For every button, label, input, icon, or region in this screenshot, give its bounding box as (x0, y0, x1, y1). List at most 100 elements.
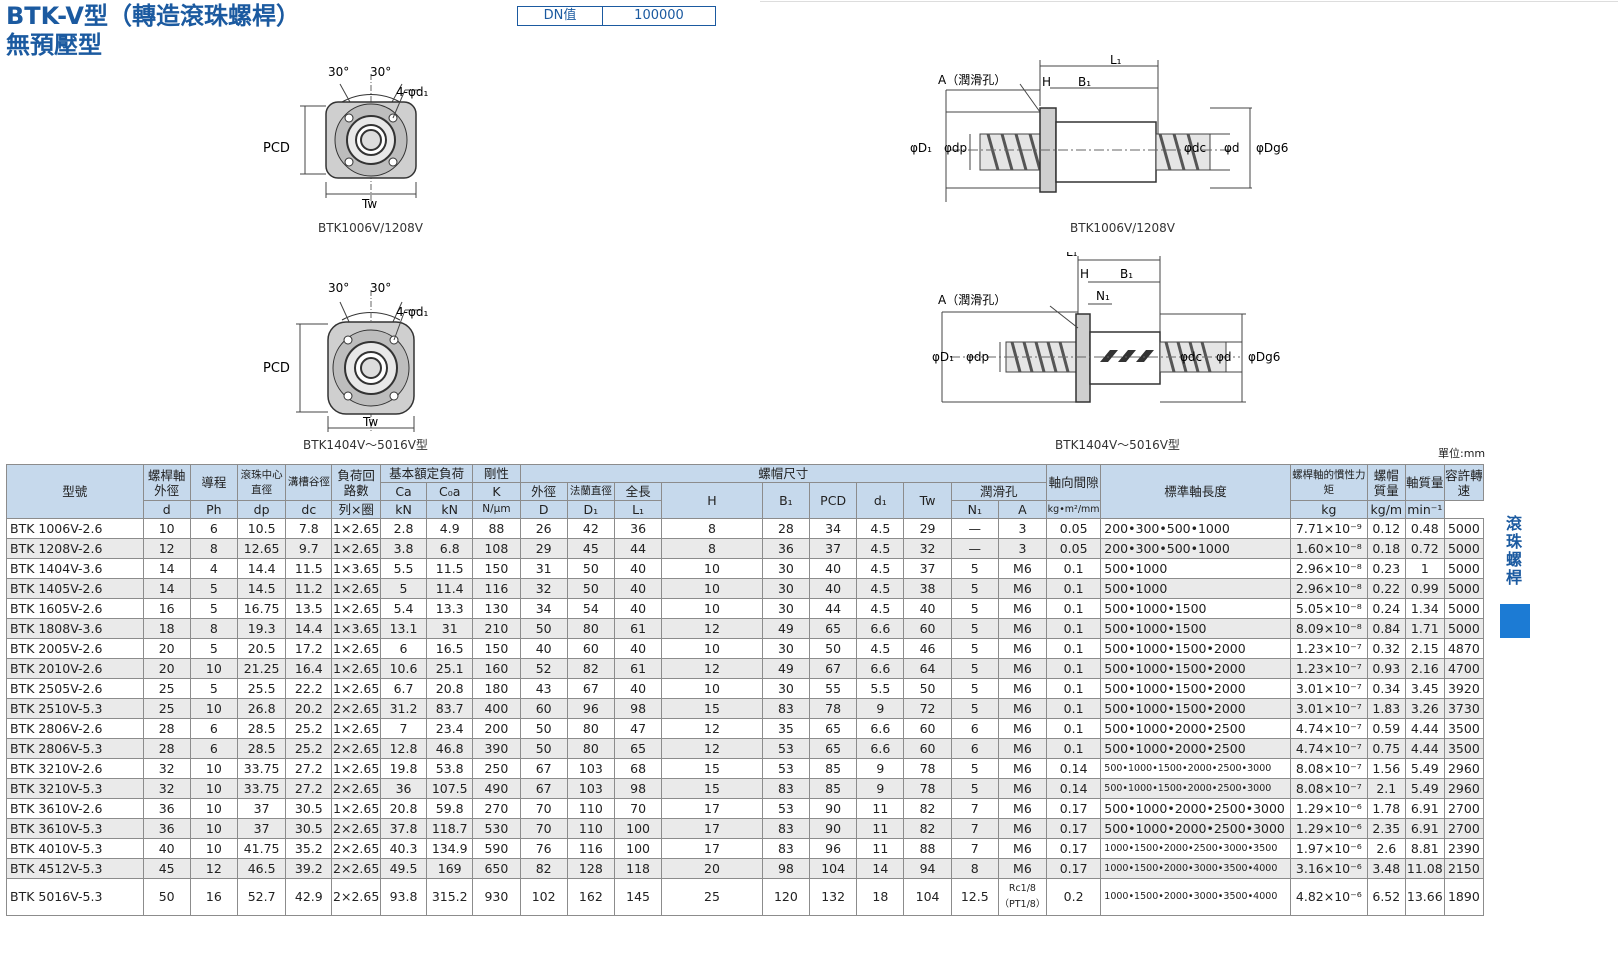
table-cell: 6 (189, 518, 238, 539)
table-cell: 45 (142, 858, 191, 879)
table-cell: 150 (472, 638, 521, 659)
table-cell: 30 (761, 558, 811, 579)
table-cell: BTK 2505V-2.6 (6, 678, 144, 699)
table-cell: 32 (519, 578, 568, 599)
table-cell: 8.09×10⁻⁸ (1289, 618, 1368, 639)
table-cell: 90 (809, 818, 858, 839)
table-cell: 5.4 (379, 598, 428, 619)
d-label: φd (1216, 350, 1232, 364)
header-unit-kgm: kg/m (1366, 500, 1406, 519)
table-cell: 53 (761, 758, 811, 779)
table-cell: 5000 (1443, 518, 1485, 539)
table-cell: 14.4 (285, 618, 333, 639)
table-cell: 180 (472, 678, 521, 699)
table-cell: 52 (519, 658, 568, 679)
table-cell: 0.1 (1045, 738, 1102, 759)
table-cell: 12.5 (950, 878, 999, 916)
header-unit-k: N/μm (472, 500, 521, 519)
table-cell: 7.71×10⁻⁹ (1289, 518, 1368, 539)
table-cell: 0.32 (1366, 638, 1406, 659)
table-cell: 3500 (1443, 718, 1485, 739)
table-cell: 61 (613, 658, 663, 679)
table-cell: 49 (761, 618, 811, 639)
angle-label-right: 30° (370, 282, 391, 295)
table-cell: 67 (519, 758, 568, 779)
table-cell: 60 (903, 738, 952, 759)
table-cell: BTK 1404V-3.6 (6, 558, 144, 579)
table-cell: 96 (566, 698, 615, 719)
table-cell: 18 (856, 878, 905, 916)
table-cell: 17.2 (285, 638, 333, 659)
table-cell: 250 (472, 758, 521, 779)
table-cell: 37 (903, 558, 952, 579)
table-cell: 1890 (1443, 878, 1485, 916)
table-cell: 1.60×10⁻⁸ (1289, 538, 1368, 559)
table-cell: 29 (903, 518, 952, 539)
table-cell: 5 (950, 558, 999, 579)
header-d1: d₁ (856, 482, 905, 519)
table-cell: 67 (809, 658, 858, 679)
table-cell: 11 (856, 818, 905, 839)
table-cell: 0.18 (1366, 538, 1406, 559)
table-cell: 16.4 (285, 658, 333, 679)
table-cell: 42.9 (285, 878, 333, 916)
table-cell: M6 (997, 678, 1047, 699)
side-tab-marker (1500, 604, 1530, 638)
table-cell: 46 (903, 638, 952, 659)
table-cell: 83 (761, 838, 811, 859)
table-cell: 3.01×10⁻⁷ (1289, 678, 1368, 699)
table-cell: 1000•1500•2000•2500•3000•3500 (1100, 838, 1291, 859)
l1-label: L₁ (1110, 53, 1122, 67)
table-cell: 31.2 (379, 698, 428, 719)
table-cell: BTK 1808V-3.6 (6, 618, 144, 639)
table-cell: 100 (613, 818, 663, 839)
table-cell: BTK 2010V-2.6 (6, 658, 144, 679)
table-cell: 0.1 (1045, 618, 1102, 639)
table-cell: 16.75 (236, 598, 287, 619)
table-cell: 25.2 (285, 738, 333, 759)
table-cell: 26 (519, 518, 568, 539)
table-cell: 6 (189, 738, 238, 759)
table-cell: 30 (761, 598, 811, 619)
table-cell: 50 (566, 578, 615, 599)
table-cell: 1.78 (1366, 798, 1406, 819)
table-cell: 98 (613, 698, 663, 719)
table-cell: 4.5 (856, 638, 905, 659)
table-cell: 32 (142, 778, 191, 799)
header-inertia: 螺桿軸的慣性力矩 (1289, 464, 1368, 501)
table-cell: 82 (566, 658, 615, 679)
table-cell: 2.96×10⁻⁸ (1289, 578, 1368, 599)
table-cell: 1.23×10⁻⁷ (1289, 638, 1368, 659)
table-cell: 1×3.65 (331, 558, 381, 579)
header-lead: 導程 (189, 464, 238, 501)
table-cell: 5 (950, 618, 999, 639)
table-cell: 0.1 (1045, 718, 1102, 739)
table-cell: 60 (519, 698, 568, 719)
table-cell: 4.5 (856, 558, 905, 579)
table-cell: 0.1 (1045, 558, 1102, 579)
table-cell: 10 (661, 678, 763, 699)
table-cell: 20 (142, 638, 191, 659)
table-cell: 500•1000•2000•2500•3000 (1100, 798, 1291, 819)
table-cell: 8 (661, 518, 763, 539)
a-hole-label: A（潤滑孔） (938, 293, 1006, 307)
table-cell: 14.5 (236, 578, 287, 599)
table-cell: 1.34 (1404, 598, 1445, 619)
table-cell: M6 (997, 778, 1047, 799)
table-cell: 6.6 (856, 658, 905, 679)
table-cell: 12.8 (379, 738, 428, 759)
table-cell: M6 (997, 758, 1047, 779)
table-cell: M6 (997, 718, 1047, 739)
table-cell: 60 (566, 638, 615, 659)
table-cell: 40 (613, 578, 663, 599)
table-cell: 102 (519, 878, 568, 916)
table-cell: 0.34 (1366, 678, 1406, 699)
table-cell: 37 (236, 798, 287, 819)
header-groove: 溝槽谷徑 (285, 464, 333, 501)
